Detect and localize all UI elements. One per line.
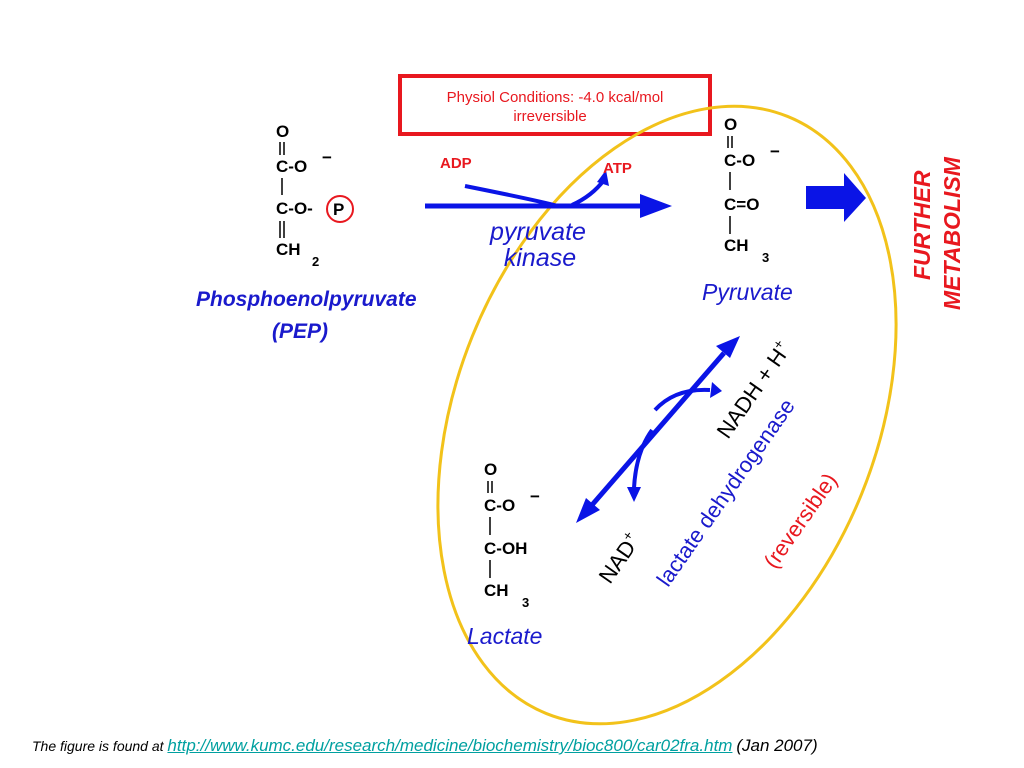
pyruvate-name: Pyruvate: [702, 279, 793, 305]
adp-curve: [464, 184, 559, 208]
pep-name: Phosphoenolpyruvate: [196, 288, 417, 311]
svg-text:−: −: [322, 148, 332, 167]
figure-caption: The figure is found at http://www.kumc.e…: [32, 736, 818, 756]
svg-text:O: O: [276, 122, 289, 141]
lactate-name: Lactate: [467, 623, 542, 649]
svg-text:O: O: [484, 460, 497, 479]
svg-text:CH: CH: [276, 240, 301, 259]
svg-text:CH: CH: [484, 581, 509, 600]
caption-date: (Jan 2007): [736, 736, 818, 755]
nad-curve: [632, 428, 654, 489]
nad-label: NAD+: [592, 528, 645, 588]
svg-text:C-OH: C-OH: [484, 539, 527, 558]
svg-text:−: −: [770, 142, 780, 161]
svg-text:C-O-: C-O-: [276, 199, 313, 218]
svg-text:CH: CH: [724, 236, 749, 255]
pyruvate-lactate-ellipse: [436, 104, 898, 726]
svg-text:2: 2: [312, 254, 319, 269]
svg-text:O: O: [724, 115, 737, 134]
phosphate-circle: [326, 195, 354, 223]
svg-text:C-O: C-O: [724, 151, 755, 170]
source-link[interactable]: http://www.kumc.edu/research/medicine/bi…: [167, 736, 733, 755]
ldh-double-arrow: [590, 351, 726, 507]
further-metabolism-arrow: [806, 173, 866, 222]
svg-text:C=O: C=O: [724, 195, 759, 214]
svg-text:3: 3: [522, 595, 529, 610]
caption-prefix: The figure is found at: [32, 738, 164, 754]
atp-curve: [571, 178, 606, 207]
svg-text:P: P: [333, 200, 344, 219]
svg-text:C-O: C-O: [276, 157, 307, 176]
svg-text:−: −: [530, 487, 540, 506]
atp-label: ATP: [603, 160, 632, 177]
further-line2: METABOLISM: [939, 156, 965, 310]
conditions-line2: irreversible: [513, 108, 586, 125]
enzyme-pyruvate-kinase-line2: kinase: [504, 244, 576, 272]
enzyme-pyruvate-kinase-line1: pyruvate: [489, 218, 586, 246]
svg-text:3: 3: [762, 250, 769, 265]
nadh-curve: [653, 387, 711, 412]
pep-abbr: (PEP): [272, 320, 328, 343]
svg-text:C-O: C-O: [484, 496, 515, 515]
conditions-line1: Physiol Conditions: -4.0 kcal/mol: [447, 89, 664, 106]
pep-structure: O C-O − C-O- P CH 2: [276, 122, 354, 269]
conditions-box: [398, 74, 712, 136]
pyruvate-structure: O C-O − C=O CH 3: [724, 115, 780, 265]
further-line1: FURTHER: [909, 170, 935, 280]
lactate-structure: O C-O − C-OH CH 3: [484, 460, 540, 610]
adp-label: ADP: [440, 155, 472, 172]
